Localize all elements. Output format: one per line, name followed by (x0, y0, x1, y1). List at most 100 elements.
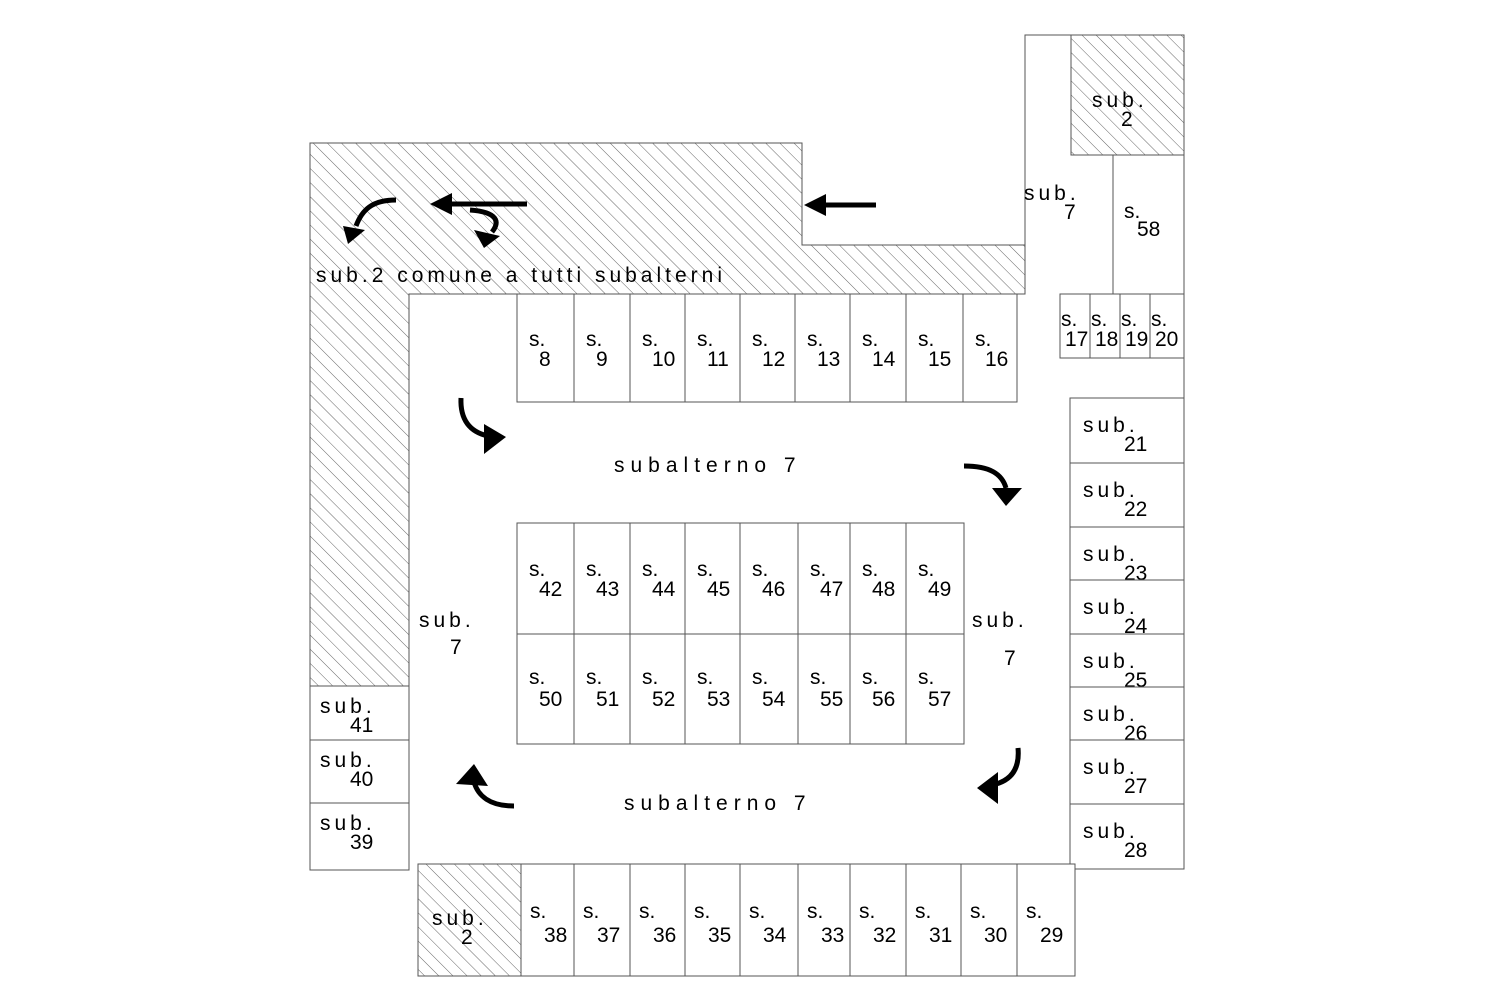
unit-number: 17 (1065, 328, 1088, 351)
unit-cell (960, 863, 1018, 977)
unit-number: 18 (1095, 328, 1118, 351)
unit-28: sub.28 (1069, 803, 1185, 870)
unit-12: s.12 (739, 293, 796, 403)
unit-cell (905, 633, 965, 745)
unit-number: 47 (820, 578, 843, 601)
unit-41: sub.41 (309, 685, 410, 741)
unit-prefix: s. (810, 666, 826, 689)
unit-prefix: sub. (320, 749, 376, 772)
unit-cell (905, 863, 962, 977)
unit-number: 13 (817, 348, 840, 371)
unit-number: 51 (596, 688, 619, 711)
unit-prefix: s. (918, 558, 934, 581)
corridor-right-number: 7 (1004, 647, 1016, 670)
unit-number: 46 (762, 578, 785, 601)
unit-prefix: sub. (1083, 596, 1139, 619)
unit-cell (516, 293, 575, 403)
unit-44: s.44 (629, 522, 686, 635)
unit-45: s.45 (684, 522, 741, 635)
unit-prefix: sub. (1083, 703, 1139, 726)
unit-cell (684, 522, 741, 635)
unit-cell (797, 863, 851, 977)
unit-26: sub.26 (1069, 686, 1185, 745)
right-unit-column: sub.21sub.22sub.23sub.24sub.25sub.26sub.… (1069, 397, 1185, 870)
arrow-left-curve-down-1 (343, 197, 397, 244)
unit-58-number: 58 (1137, 218, 1160, 241)
unit-prefix: s. (749, 900, 765, 923)
unit-cell (905, 522, 965, 635)
unit-prefix: sub. (1083, 479, 1139, 502)
arrow-curve-down-left-bottom (977, 747, 1021, 804)
unit-43: s.43 (573, 522, 631, 635)
unit-number: 48 (872, 578, 895, 601)
unit-number: 25 (1124, 669, 1147, 692)
unit-prefix: s. (586, 328, 602, 351)
unit-15: s.15 (905, 293, 964, 403)
unit-number: 53 (707, 688, 730, 711)
unit-number: 31 (929, 924, 952, 947)
unit-cell (1069, 462, 1185, 528)
unit-35: s.35 (684, 863, 741, 977)
unit-36: s.36 (629, 863, 686, 977)
unit-number: 23 (1124, 562, 1147, 585)
unit-cell (573, 863, 631, 977)
unit-prefix: s. (752, 666, 768, 689)
bottom-unit-row: s.38s.37s.36s.35s.34s.33s.32s.31s.30s.29 (520, 863, 1076, 977)
unit-prefix: s. (586, 558, 602, 581)
unit-cell (629, 863, 686, 977)
unit-32: s.32 (849, 863, 907, 977)
unit-25: sub.25 (1069, 633, 1185, 692)
unit-20: s.20 (1149, 293, 1185, 359)
corridor-top-label: subalterno 7 (614, 454, 802, 477)
unit-number: 52 (652, 688, 675, 711)
unit-prefix: s. (642, 328, 658, 351)
unit-49: s.49 (905, 522, 965, 635)
unit-cell (962, 293, 1018, 403)
unit-cell (849, 633, 907, 745)
middle-upper-unit-row: s.42s.43s.44s.45s.46s.47s.48s.49 (516, 522, 965, 635)
arrow-left-top (804, 194, 876, 216)
unit-48: s.48 (849, 522, 907, 635)
unit-prefix: s. (697, 328, 713, 351)
unit-11: s.11 (684, 293, 741, 403)
unit-29: s.29 (1016, 863, 1076, 977)
unit-prefix: s. (807, 900, 823, 923)
unit-16: s.16 (962, 293, 1018, 403)
unit-prefix: s. (529, 666, 545, 689)
unit-34: s.34 (739, 863, 799, 977)
unit-cell (573, 293, 631, 403)
arrow-left-straight-top (430, 193, 527, 215)
unit-cell (739, 633, 799, 745)
common-area-label: sub.2 comune a tutti subalterni (316, 264, 726, 287)
sub2-bottomleft-prefix: sub. (432, 907, 488, 930)
unit-33: s.33 (797, 863, 851, 977)
unit-prefix: s. (975, 328, 991, 351)
unit-cell (629, 522, 686, 635)
unit-cell (684, 293, 741, 403)
corridor-topright-prefix: sub. (1024, 182, 1080, 205)
unit-52: s.52 (629, 633, 686, 745)
unit-53: s.53 (684, 633, 741, 745)
unit-number: 32 (873, 924, 896, 947)
unit-number: 44 (652, 578, 676, 601)
middle-lower-unit-row: s.50s.51s.52s.53s.54s.55s.56s.57 (516, 633, 965, 745)
unit-cell (1059, 293, 1091, 359)
unit-21: sub.21 (1069, 397, 1185, 464)
unit-number: 54 (762, 688, 786, 711)
unit-prefix: s. (862, 328, 878, 351)
unit-cell (684, 633, 741, 745)
unit-number: 24 (1124, 615, 1148, 638)
unit-number: 39 (350, 831, 373, 854)
sub2-bottomleft-number: 2 (461, 926, 473, 949)
arrow-curve-down-left-2 (469, 207, 500, 248)
unit-number: 26 (1124, 722, 1147, 745)
unit-cell (849, 522, 907, 635)
sub2-topright-number: 2 (1121, 108, 1133, 131)
unit-prefix: sub. (1083, 820, 1139, 843)
unit-51: s.51 (573, 633, 631, 745)
unit-number: 33 (821, 924, 844, 947)
unit-number: 38 (544, 924, 567, 947)
unit-cell (849, 293, 907, 403)
unit-cell (516, 522, 575, 635)
unit-number: 21 (1124, 433, 1147, 456)
